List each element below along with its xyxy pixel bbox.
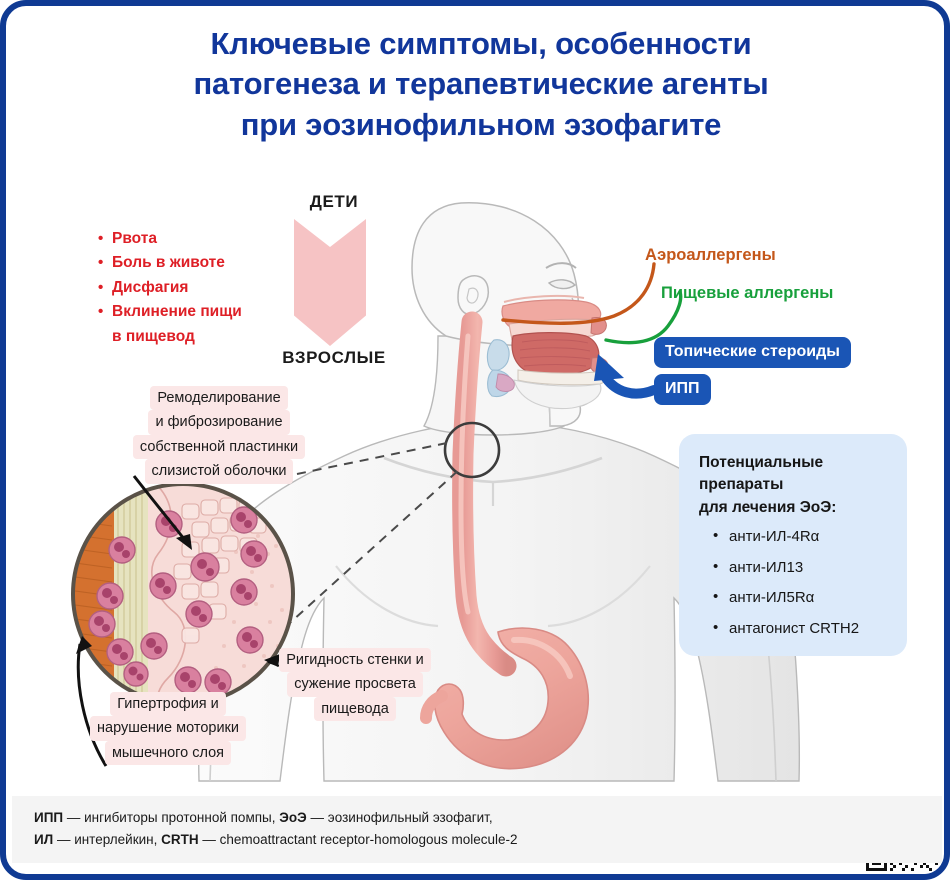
title-line-2: патогенеза и терапевтические агенты <box>193 66 769 102</box>
remodeling-line-1: Ремоделирование <box>150 386 288 411</box>
symptom-label: Боль в животе <box>112 254 225 272</box>
oral-cavity-section <box>486 294 609 410</box>
list-item: • Вклинение пищи <box>98 301 298 323</box>
remodeling-line-3: собственной пластинки <box>132 434 306 460</box>
drug-heading-line-1: Потенциальные <box>699 454 824 471</box>
drug-heading-line-2: препараты <box>699 476 784 494</box>
eosinophil-cells <box>88 506 268 696</box>
title-line-1: Ключевые симптомы, особенности <box>210 26 752 61</box>
drug-heading-line-3: для лечения ЭоЭ: <box>699 498 837 516</box>
age-progression-arrow-icon <box>294 219 366 346</box>
symptom-label: Дисфагия <box>112 278 189 296</box>
abbreviations-footer: ИПП — ингибиторы протонной помпы, ЭоЭ — … <box>12 796 942 863</box>
rigidity-line-3: пищевода <box>314 696 396 722</box>
potential-drugs-box: Потенциальные препараты для лечения ЭоЭ:… <box>679 434 907 657</box>
abbr-ppi-def: — ингибиторы протонной помпы, <box>63 810 280 825</box>
magnifier-target-circle <box>443 421 501 479</box>
remodeling-line-2: и фиброзирование <box>148 410 290 435</box>
list-item: анти-ИЛ5Rα <box>713 587 891 608</box>
hypertrophy-line-1: Гипертрофия и <box>110 692 226 717</box>
remodeling-line-4: слизистой оболочки <box>144 459 294 484</box>
abbr-ppi: ИПП <box>34 810 64 825</box>
symptom-label: Вклинение пищи <box>112 303 242 321</box>
aeroallergens-label: Аэроаллергены <box>645 246 776 264</box>
list-item: анти-ИЛ-4Rα <box>713 526 891 547</box>
footer-line-1: ИПП — ингибиторы протонной помпы, ЭоЭ — … <box>34 807 920 829</box>
children-label: ДЕТИ <box>309 192 359 211</box>
adults-label: ВЗРОСЛЫЕ <box>282 348 386 367</box>
abbr-eoe: ЭоЭ <box>279 810 307 825</box>
remodeling-callout: Ремоделирование и фиброзирование собстве… <box>111 386 327 484</box>
symptom-list: • Рвота • Боль в животе • Дисфагия • Вкл… <box>98 228 298 348</box>
list-item: анти-ИЛ13 <box>713 557 891 578</box>
list-item: • Дисфагия <box>98 277 298 299</box>
arrow-head-lower <box>76 636 92 654</box>
hypertrophy-line-2: нарушение моторики <box>90 716 246 741</box>
abbr-crth-def: — chemoattractant receptor-homologous mo… <box>198 831 518 847</box>
abbr-eoe-def: — эозинофильный эзофагит, <box>306 810 493 825</box>
drug-list: анти-ИЛ-4Rα анти-ИЛ13 анти-ИЛ5Rα антагон… <box>699 526 891 639</box>
drug-box-heading: Потенциальные препараты для лечения ЭоЭ: <box>699 452 891 519</box>
ppi-badge[interactable]: ИПП <box>654 374 711 405</box>
list-item: • Рвота <box>98 228 298 250</box>
bullet-icon: • <box>98 303 104 321</box>
hypertrophy-callout: Гипертрофия и нарушение моторики мышечно… <box>63 692 273 766</box>
page-title: Ключевые симптомы, особенности патогенез… <box>56 24 906 145</box>
bullet-icon: • <box>98 254 104 272</box>
symptom-label-continuation: в пищевод <box>112 327 195 345</box>
aeroallergen-arrow <box>501 262 656 325</box>
abbr-il-def: — интерлейкин, <box>53 831 162 847</box>
rigidity-line-1: Ригидность стенки и <box>279 648 431 673</box>
abbr-crth: CRTH <box>161 831 199 847</box>
list-item: • Боль в животе <box>98 252 298 274</box>
food-allergens-label: Пищевые аллергены <box>661 284 834 302</box>
bullet-icon: • <box>98 278 104 296</box>
esophagus-and-stomach <box>420 311 590 770</box>
rigidity-callout: Ригидность стенки и сужение просвета пищ… <box>264 648 446 722</box>
arrow-head-upper <box>176 534 192 550</box>
rigidity-line-2: сужение просвета <box>287 672 423 697</box>
title-line-3: при эозинофильном эзофагите <box>240 106 722 142</box>
topical-steroids-badge[interactable]: Топические стероиды <box>654 337 851 368</box>
hypertrophy-line-3: мышечного слоя <box>104 740 232 766</box>
abbr-il: ИЛ <box>34 831 54 847</box>
footer-line-2: ИЛ — интерлейкин, CRTH — chemoattractant… <box>34 829 920 851</box>
bullet-icon: • <box>98 230 104 247</box>
therapy-arrow-head <box>594 354 624 381</box>
list-item: антагонист CRTH2 <box>713 618 891 639</box>
symptom-label: Рвота <box>112 230 157 247</box>
therapy-arrow <box>601 373 659 399</box>
